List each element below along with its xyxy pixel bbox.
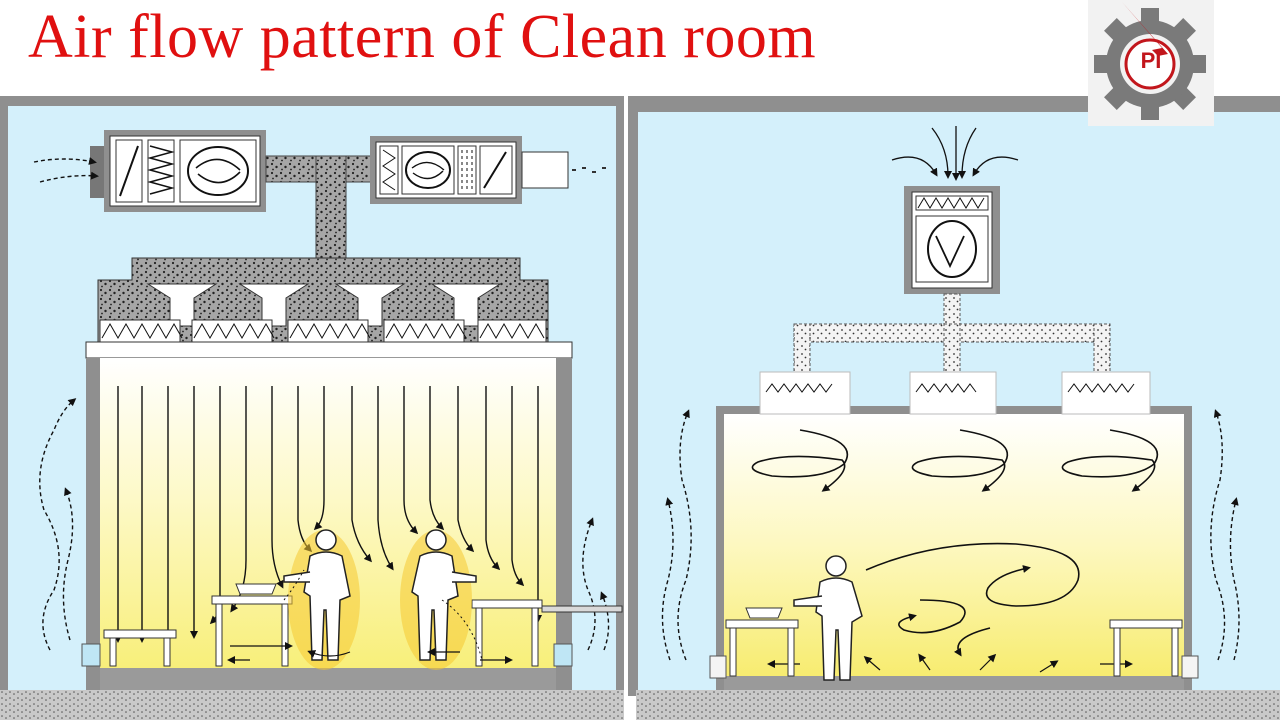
right-air-handler-unit [904,186,1000,294]
right-room-interior [709,406,1199,690]
left-floor [0,690,624,720]
left-floor-eddies [227,642,513,664]
right-cleanroom-panel [628,96,1280,720]
right-workbenches [725,607,1183,677]
right-fresh-air-intake [891,126,1019,181]
logo-text: PI [1140,48,1162,73]
left-supply-plenum [85,257,573,359]
logo-gear-icon [1088,0,1214,126]
right-ceiling-diffusers [759,371,1151,415]
left-operators [283,529,483,670]
left-workbenches [103,583,623,667]
right-floor-airflow [767,653,1133,673]
right-operator [793,555,863,681]
left-return-airflow [33,157,610,651]
logo: PI [1088,0,1214,126]
turbulent-airflow-swirls [751,429,1159,657]
left-cleanroom-panel [0,96,624,720]
right-supply-ducts [793,293,1111,375]
right-floor [636,690,1280,720]
left-air-handler-units [90,130,606,267]
page-title: Air flow pattern of Clean room [28,3,817,71]
left-room-interior [81,358,573,690]
right-return-airflow [661,409,1240,661]
